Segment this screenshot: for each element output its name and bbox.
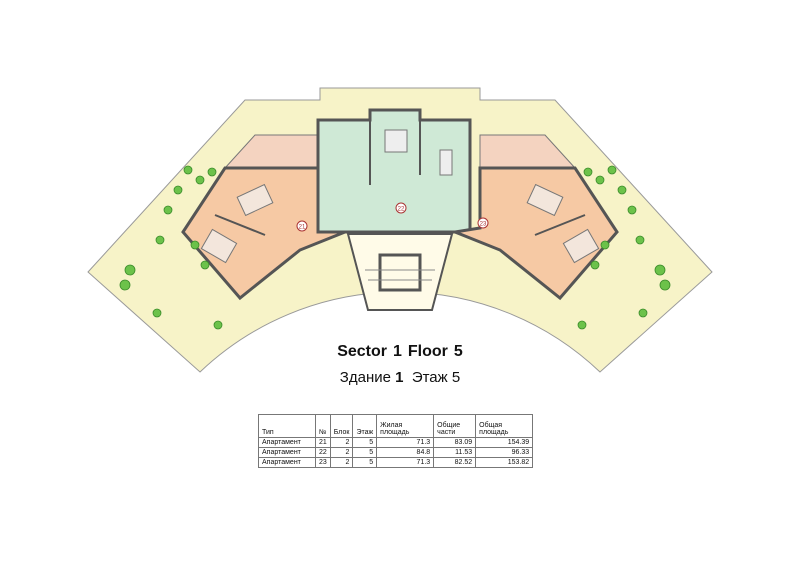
cell: 2 xyxy=(329,447,354,458)
floor-number-ru: 5 xyxy=(451,369,461,386)
floor-number: 5 xyxy=(453,343,463,360)
cell: 2 xyxy=(329,457,354,468)
cell: Апартамент xyxy=(258,447,316,458)
cell: 22 xyxy=(315,447,331,458)
apartment-22[interactable] xyxy=(316,108,472,234)
cell: 96.33 xyxy=(475,447,534,458)
col-header: Блок xyxy=(329,414,354,438)
cell: 82.52 xyxy=(433,457,477,468)
cell: 11.53 xyxy=(433,447,477,458)
floor-label: Floor xyxy=(407,343,448,360)
building-label: Здание xyxy=(339,369,391,386)
cell: 153.82 xyxy=(475,457,534,468)
col-header: Этаж xyxy=(352,414,378,438)
apartment-number-badges: 21 22 23 xyxy=(296,202,489,232)
apt-22-label: 22 xyxy=(398,207,405,213)
area-table: Тип № Блок Этаж Жилая площадь Общие част… xyxy=(258,414,534,468)
col-header: № xyxy=(315,414,331,438)
cell: 154.39 xyxy=(475,437,534,448)
cell: 23 xyxy=(315,457,331,468)
cell: 2 xyxy=(329,437,354,448)
cell: 21 xyxy=(315,437,331,448)
page-title: Sector 1 Floor 5 xyxy=(0,343,800,361)
stairwell xyxy=(346,233,454,311)
page-subtitle: Здание 1 Этаж 5 xyxy=(0,369,800,386)
apt-21-label: 21 xyxy=(299,225,306,231)
col-header: Общая площадь xyxy=(475,414,534,438)
col-header: Тип xyxy=(258,414,316,438)
cell: 83.09 xyxy=(433,437,477,448)
sector-number: 1 xyxy=(392,343,402,360)
apt-23-label: 23 xyxy=(480,222,487,228)
cell: 5 xyxy=(352,437,378,448)
apartment-21[interactable] xyxy=(181,134,351,301)
cell: Апартамент xyxy=(258,437,316,448)
trees xyxy=(119,165,671,330)
table-header: Тип № Блок Этаж Жилая площадь Общие част… xyxy=(258,414,534,438)
floor-label-ru: Этаж xyxy=(411,369,448,386)
col-header: Общие части xyxy=(433,414,477,438)
apartment-23[interactable] xyxy=(449,134,619,301)
sector-label: Sector xyxy=(337,343,387,360)
cell: 5 xyxy=(352,447,378,458)
col-header: Жилая площадь xyxy=(376,414,435,438)
building-number: 1 xyxy=(395,369,404,386)
cell: 71.3 xyxy=(376,437,435,448)
cell: Апартамент xyxy=(258,457,316,468)
cell: 84.8 xyxy=(376,447,435,458)
cell: 5 xyxy=(352,457,378,468)
cell: 71.3 xyxy=(376,457,435,468)
